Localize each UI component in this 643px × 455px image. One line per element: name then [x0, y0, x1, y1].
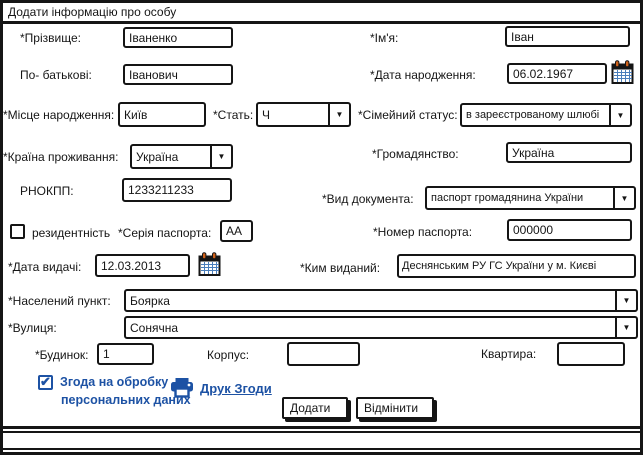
residency-label: резидентність	[32, 226, 111, 240]
apartment-label: Квартира:	[481, 347, 537, 361]
first-name-input[interactable]	[505, 26, 630, 47]
consent-label-line2: персональних даних	[61, 393, 191, 407]
citizenship-input[interactable]	[506, 142, 632, 163]
rnokpp-label: РНОКПП:	[20, 184, 74, 198]
citizenship-label: *Громадянство:	[372, 147, 459, 161]
residency-checkbox[interactable]	[10, 224, 25, 239]
form-area-divider	[3, 426, 640, 429]
surname-label: *Прізвище:	[20, 31, 81, 45]
calendar-icon[interactable]	[611, 60, 634, 85]
gender-select-value: Ч	[262, 107, 270, 122]
issue-date-input[interactable]	[95, 254, 190, 277]
issue-date-label: *Дата видачі:	[8, 260, 82, 274]
add-button[interactable]: Додати	[282, 397, 348, 419]
building-input[interactable]	[97, 343, 154, 365]
block-label: Корпус:	[207, 348, 250, 362]
issued-by-input[interactable]	[397, 254, 636, 278]
calendar-icon[interactable]	[198, 252, 221, 277]
cancel-button[interactable]: Відмінити	[356, 397, 434, 419]
birth-place-label: *Місце народження:	[3, 108, 115, 122]
chevron-down-icon: ▼	[613, 188, 634, 208]
marital-status-select-value: в зареєстрованому шлюбі	[466, 109, 600, 121]
first-name-label: *Ім'я:	[370, 31, 399, 45]
settlement-label: *Населений пункт:	[8, 294, 111, 308]
dialog-title-bar: Додати інформацію про особу	[3, 3, 640, 24]
document-type-select-value: паспорт громадянина України	[431, 192, 584, 204]
consent-checkbox[interactable]: ✔	[38, 375, 53, 390]
chevron-down-icon: ▼	[210, 146, 231, 167]
street-select[interactable]: Сонячна ▼	[124, 316, 638, 339]
checkmark-icon: ✔	[40, 374, 51, 389]
residence-country-label: *Країна проживання:	[3, 150, 119, 164]
chevron-down-icon: ▼	[328, 104, 349, 125]
gender-label: *Стать:	[213, 108, 254, 122]
settlement-select-value: Боярка	[130, 293, 170, 308]
printer-icon[interactable]	[170, 377, 194, 398]
birth-date-label: *Дата народження:	[370, 68, 476, 82]
document-type-label: *Вид документа:	[322, 192, 414, 206]
print-consent-link[interactable]: Друк Згоди	[200, 381, 272, 396]
residence-country-select[interactable]: Україна ▼	[130, 144, 233, 169]
gender-select[interactable]: Ч ▼	[256, 102, 351, 127]
rnokpp-input[interactable]	[122, 178, 232, 202]
street-label: *Вулиця:	[8, 321, 57, 335]
marital-status-select[interactable]: в зареєстрованому шлюбі ▼	[460, 103, 632, 127]
surname-input[interactable]	[123, 27, 233, 48]
issued-by-label: *Ким виданий:	[300, 261, 381, 275]
residence-country-select-value: Україна	[136, 149, 179, 164]
document-type-select[interactable]: паспорт громадянина України ▼	[425, 186, 636, 210]
block-input[interactable]	[287, 342, 360, 366]
status-bar	[3, 431, 640, 450]
birth-place-input[interactable]	[118, 102, 206, 127]
street-select-value: Сонячна	[130, 320, 179, 335]
chevron-down-icon: ▼	[609, 105, 630, 125]
birth-date-input[interactable]	[507, 63, 607, 84]
apartment-input[interactable]	[557, 342, 625, 366]
passport-series-label: *Серія паспорта:	[118, 226, 212, 240]
settlement-select[interactable]: Боярка ▼	[124, 289, 638, 312]
passport-number-label: *Номер паспорта:	[373, 225, 473, 239]
dialog-title: Додати інформацію про особу	[8, 5, 177, 19]
consent-label-line1: Згода на обробку	[60, 375, 169, 389]
marital-status-label: *Сімейний статус:	[358, 108, 458, 122]
chevron-down-icon: ▼	[615, 318, 636, 337]
chevron-down-icon: ▼	[615, 291, 636, 310]
passport-number-input[interactable]	[507, 219, 632, 241]
patronymic-input[interactable]	[123, 64, 233, 85]
building-label: *Будинок:	[35, 348, 89, 362]
passport-series-input[interactable]	[220, 220, 253, 242]
patronymic-label: По- батькові:	[20, 68, 92, 82]
